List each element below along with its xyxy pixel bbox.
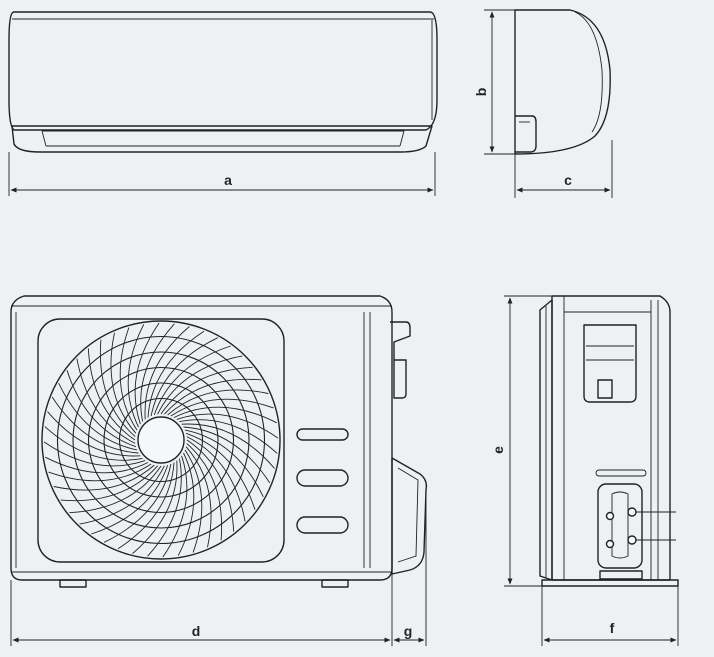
fan-blade xyxy=(99,339,136,437)
vent-slot-top xyxy=(296,428,349,441)
dimension-c: c xyxy=(514,140,613,198)
fan-blade xyxy=(119,327,138,431)
fan-blade xyxy=(134,322,160,425)
fan-blade xyxy=(127,324,145,428)
fan-ring xyxy=(87,366,235,514)
fan-blade xyxy=(177,452,195,556)
fan-blade xyxy=(53,464,155,491)
fan-blade xyxy=(144,326,190,420)
fan-blade xyxy=(153,345,231,416)
fan-blade xyxy=(157,355,243,415)
dimension-g: g xyxy=(393,500,427,646)
fan-blade xyxy=(184,449,203,553)
dimension-label-g: g xyxy=(404,623,413,639)
fan-blade xyxy=(91,464,169,535)
fan-blade xyxy=(44,426,143,461)
fan-blade xyxy=(147,458,182,557)
dimension-label-b: b xyxy=(473,88,489,97)
fan-outer-ring xyxy=(41,320,281,560)
fan-blade xyxy=(60,465,158,502)
fan-blade xyxy=(79,465,165,525)
dimension-a: a xyxy=(8,152,436,196)
fan-hub xyxy=(137,416,185,464)
dimension-label-f: f xyxy=(610,620,615,636)
fan-blade xyxy=(179,419,278,454)
fan-blade xyxy=(185,446,212,548)
valve-right-bottom xyxy=(627,535,637,545)
valve-right-top xyxy=(627,507,637,517)
dimension-e: e xyxy=(490,295,552,587)
fan-ring xyxy=(118,397,204,483)
fan-blade xyxy=(132,460,178,554)
dimension-label-d: d xyxy=(192,623,201,639)
drain-plate xyxy=(599,570,643,580)
foot-right xyxy=(321,579,349,588)
indoor-unit-side-view xyxy=(514,9,611,155)
fan-blade xyxy=(58,383,138,451)
fan-blade xyxy=(69,465,162,514)
fan-blade xyxy=(164,378,262,415)
fan-blade xyxy=(48,463,152,482)
valve-left-top xyxy=(605,511,615,521)
valve-left-bottom xyxy=(605,539,615,549)
fan-ring xyxy=(72,351,250,529)
fan-blade xyxy=(167,389,269,416)
foot-left xyxy=(59,579,87,588)
dimension-label-e: e xyxy=(490,446,506,454)
fan-blade xyxy=(47,411,141,457)
outdoor-unit-side-view xyxy=(539,295,679,587)
fan-blade xyxy=(186,443,223,541)
indoor-unit-front-view xyxy=(8,11,438,153)
vent-slot-middle xyxy=(296,469,349,487)
dimension-d: d xyxy=(10,574,393,646)
fan-blade xyxy=(181,423,275,469)
fan-blade xyxy=(110,332,137,434)
vent-slot-bottom xyxy=(296,516,349,534)
fan-blade xyxy=(186,436,246,522)
fan-blade xyxy=(51,396,139,454)
fan-blade xyxy=(140,323,175,422)
outdoor-unit-front-view xyxy=(10,295,428,588)
fan-blade xyxy=(76,358,136,444)
fan-blade xyxy=(170,398,274,417)
fan-blade xyxy=(184,429,264,497)
dimension-label-c: c xyxy=(564,172,572,188)
fan-blade xyxy=(45,456,149,474)
fan-blade xyxy=(173,406,277,424)
fan-blade xyxy=(185,432,256,510)
fan-blade xyxy=(160,366,253,415)
valve-panel xyxy=(597,483,643,569)
fan-blade xyxy=(43,441,146,467)
dimension-label-a: a xyxy=(224,172,232,188)
fan-blade xyxy=(87,348,136,441)
fan-ring xyxy=(103,382,219,498)
fan-blade xyxy=(186,439,235,532)
fan-blade xyxy=(104,463,172,543)
fan-blade xyxy=(147,330,205,418)
dimension-b: b xyxy=(473,9,515,155)
fan-blade xyxy=(183,426,271,484)
fan-ring xyxy=(56,335,266,545)
fan-blade xyxy=(66,370,137,448)
fan-blade xyxy=(117,462,175,550)
dimension-f: f xyxy=(541,586,679,646)
fan-blade xyxy=(150,337,218,417)
fan-blade xyxy=(162,455,188,558)
fan-blade xyxy=(176,413,279,439)
fan-grille xyxy=(41,320,281,560)
